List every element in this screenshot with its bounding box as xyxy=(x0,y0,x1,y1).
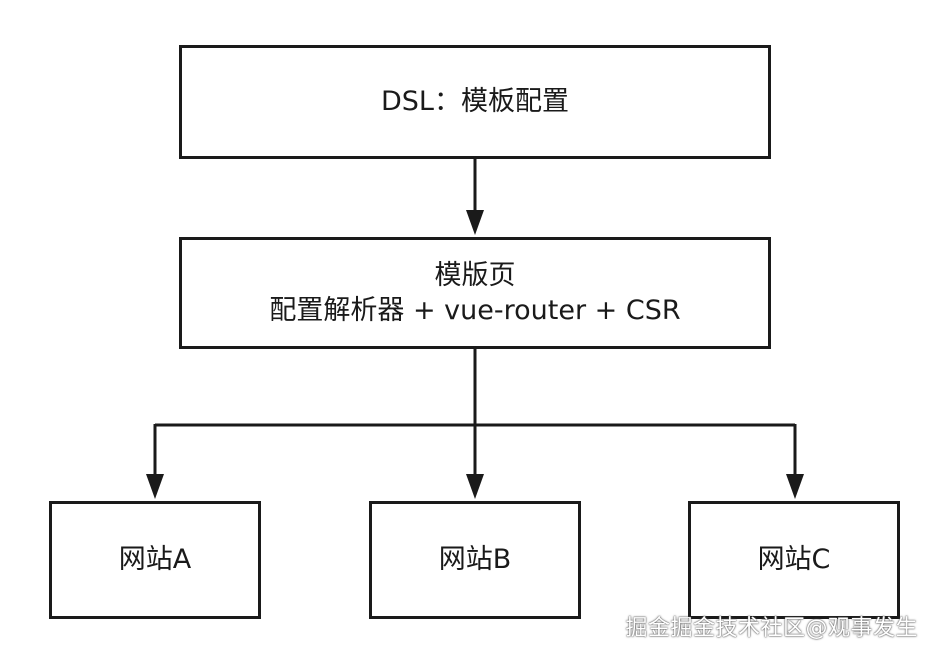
edge-template-to-site-c xyxy=(786,424,804,499)
edge-template-trunk xyxy=(155,349,795,427)
site-b-label: 网站B xyxy=(438,544,512,576)
site-c-box: 网站C xyxy=(688,501,900,619)
dsl-config-box: DSL：模板配置 xyxy=(179,45,771,159)
site-a-label: 网站A xyxy=(118,544,192,576)
site-c-label: 网站C xyxy=(757,544,831,576)
dsl-config-label: DSL：模板配置 xyxy=(381,86,569,118)
watermark-text: 掘金掘金技术社区@观事发生 xyxy=(625,616,918,641)
edge-template-to-site-b xyxy=(466,424,484,499)
template-page-title: 模版页 xyxy=(434,259,516,291)
edge-template-to-site-a xyxy=(146,424,164,499)
template-page-box: 模版页 配置解析器 + vue-router + CSR xyxy=(179,237,771,349)
site-a-box: 网站A xyxy=(49,501,261,619)
site-b-box: 网站B xyxy=(369,501,581,619)
template-page-subtitle: 配置解析器 + vue-router + CSR xyxy=(269,295,681,326)
edge-dsl-to-template xyxy=(466,159,484,235)
